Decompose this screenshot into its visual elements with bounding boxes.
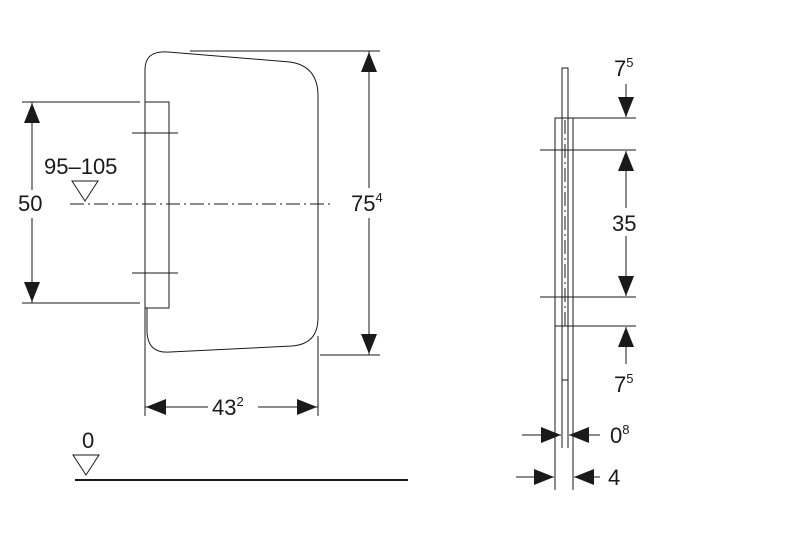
- level-label: 95–105: [44, 154, 117, 179]
- level-triangle: [71, 180, 99, 202]
- height-label: 754: [351, 190, 383, 216]
- side-bar: [554, 117, 574, 327]
- height-label-bg: [350, 188, 396, 218]
- thin-dim-label: 08: [610, 422, 629, 448]
- middle-dim-label: 35: [612, 211, 636, 236]
- arrow-right: [534, 469, 554, 485]
- front-view: 754 50 95–105 432 0: [16, 50, 408, 481]
- arrow-down: [618, 276, 634, 296]
- width-label-bg: [208, 392, 258, 420]
- middle-label-bg: [610, 208, 644, 236]
- arrow-left: [574, 469, 594, 485]
- side-view: 75 35 75 08 4: [516, 55, 644, 490]
- arrow-right: [297, 399, 317, 415]
- arrow-up: [361, 52, 377, 72]
- panel-outline: [144, 51, 319, 353]
- arrow-left: [146, 399, 166, 415]
- mounting-bar: [144, 101, 170, 309]
- thin-plate: [561, 67, 569, 381]
- arrow-down: [361, 334, 377, 354]
- left-label-bg: [16, 190, 48, 218]
- arrow-up: [24, 103, 40, 123]
- arrow-down: [24, 282, 40, 302]
- arrow-down: [618, 97, 634, 117]
- arrow-up: [618, 327, 634, 347]
- top-offset-label: 75: [614, 55, 633, 81]
- thick-dim-label: 4: [608, 465, 620, 490]
- arrow-right: [541, 427, 561, 443]
- arrow-up: [618, 151, 634, 171]
- floor-label: 0: [82, 428, 94, 453]
- bottom-offset-label: 75: [614, 371, 633, 397]
- left-dim-label: 50: [18, 191, 42, 216]
- arrow-left: [569, 427, 589, 443]
- floor-triangle: [72, 454, 100, 476]
- width-label: 432: [212, 394, 244, 420]
